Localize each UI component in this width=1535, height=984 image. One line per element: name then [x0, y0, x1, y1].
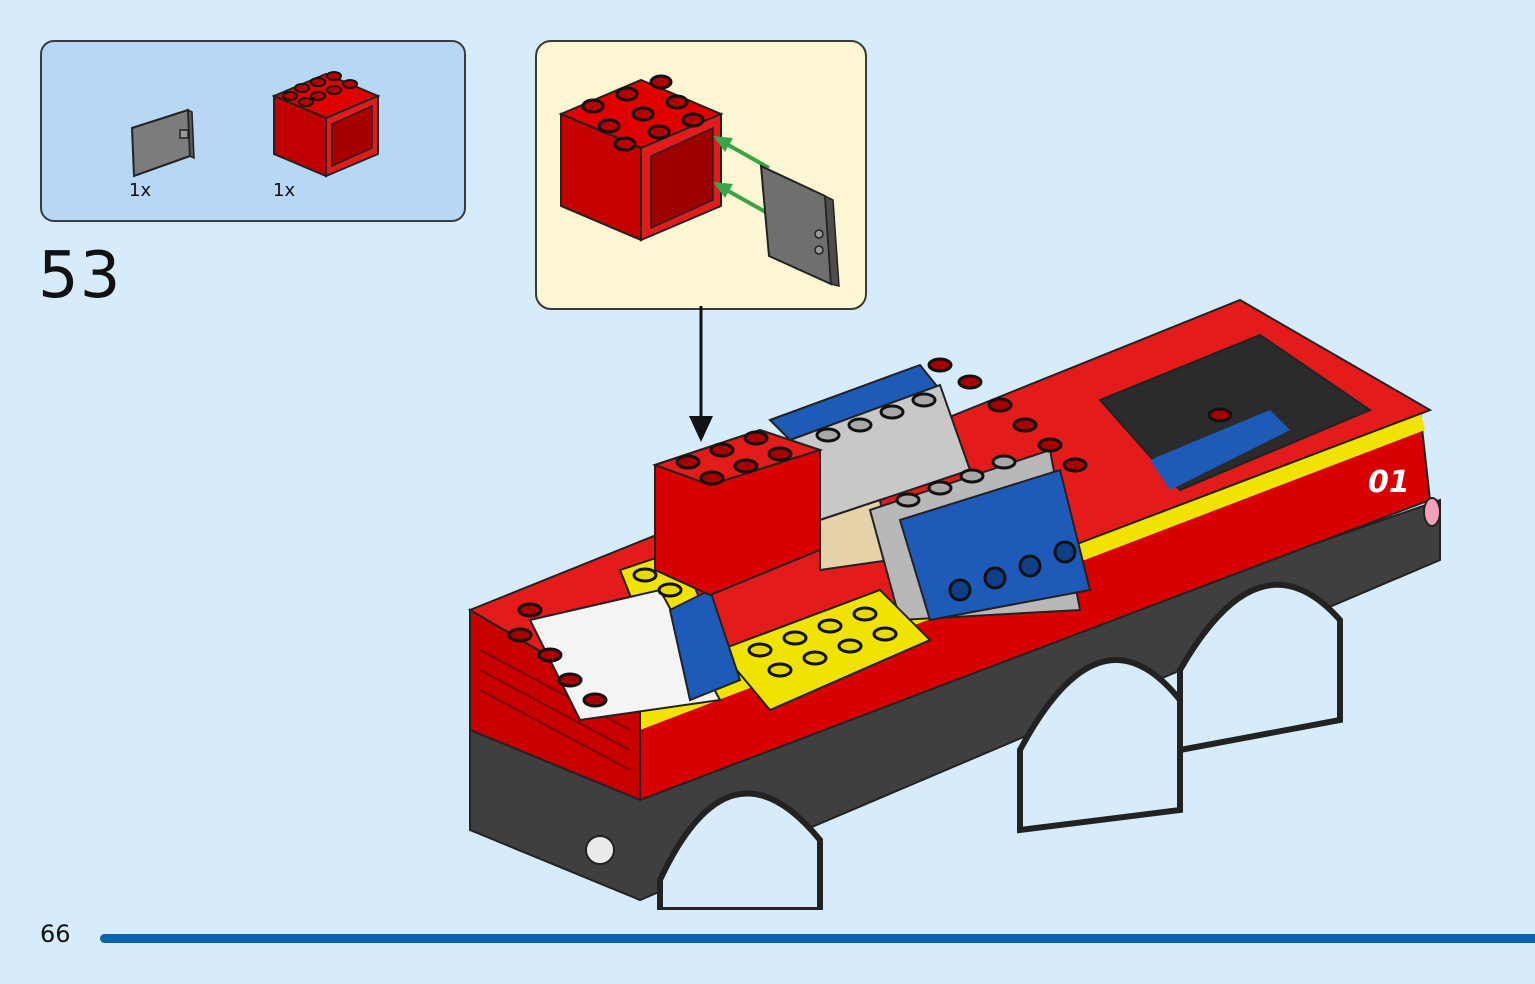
page-number: 66: [40, 920, 71, 948]
fire-truck-model: 01: [467, 298, 1441, 910]
green-arrow-bottom: [722, 186, 770, 216]
truck-decal-text: 01: [1368, 465, 1410, 500]
progress-bar: [100, 934, 1535, 943]
part-quantity: 1x: [129, 180, 152, 201]
step-number: 53: [38, 239, 122, 313]
callout-box: [535, 40, 867, 310]
callout-illustration: [558, 74, 840, 287]
connector-arrow: [689, 306, 713, 442]
parts-list-box: 1x 1x: [40, 40, 466, 222]
green-arrow-top: [722, 140, 770, 170]
part-quantity: 1x: [273, 180, 296, 201]
gray-door-plate-icon: [130, 108, 195, 178]
red-box-brick-icon: [271, 71, 381, 178]
